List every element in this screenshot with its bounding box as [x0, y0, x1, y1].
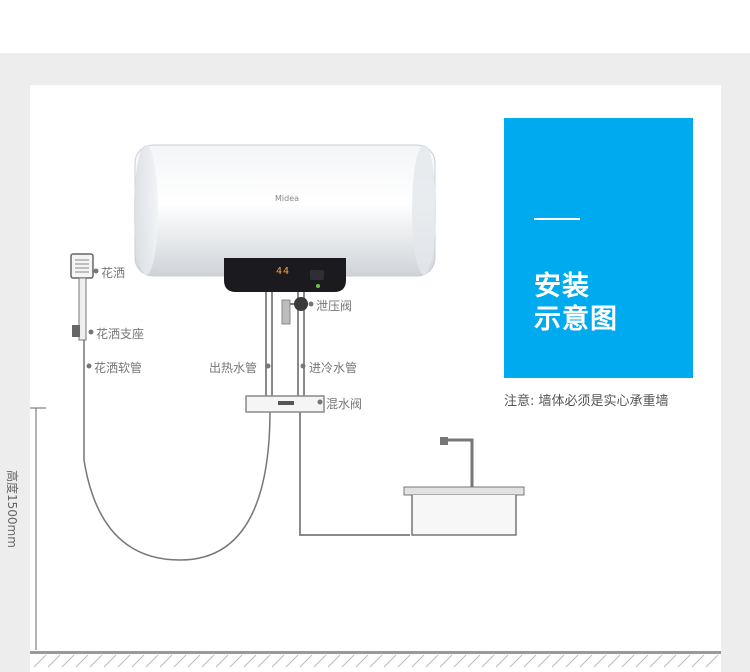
shower-mount — [72, 325, 80, 337]
control-panel — [224, 258, 346, 292]
title-dash — [534, 218, 580, 220]
water-heater — [134, 144, 436, 292]
brand-logo: Midea — [275, 194, 300, 203]
label-shower-mount: 花洒支座 — [96, 327, 145, 341]
mixing-valve — [245, 395, 325, 413]
relief-valve — [281, 297, 308, 325]
sink — [403, 437, 525, 536]
shower-head — [70, 253, 94, 341]
title-text: 安装 示意图 — [534, 270, 618, 336]
wall-note: 注意: 墙体必须是实心承重墙 — [504, 394, 669, 409]
label-markers — [86, 268, 323, 405]
label-relief-valve: 泄压阀 — [316, 299, 353, 313]
floor-hatch — [33, 654, 719, 668]
label-shower-head: 花洒 — [101, 266, 126, 280]
title-line-2: 示意图 — [534, 304, 618, 335]
pipes — [83, 292, 410, 561]
label-shower-hose: 花洒软管 — [94, 361, 143, 375]
title-card: 安装 示意图 — [504, 118, 693, 378]
floor-line — [30, 651, 721, 654]
label-cold-inlet-pipe: 进冷水管 — [309, 361, 358, 375]
label-mixing-valve: 混水阀 — [326, 397, 363, 411]
label-hot-outlet-pipe: 出热水管 — [209, 361, 258, 375]
title-line-1: 安装 — [534, 271, 590, 302]
height-label: 高度1500mm — [5, 470, 19, 548]
temperature-display: 44 — [276, 266, 291, 277]
